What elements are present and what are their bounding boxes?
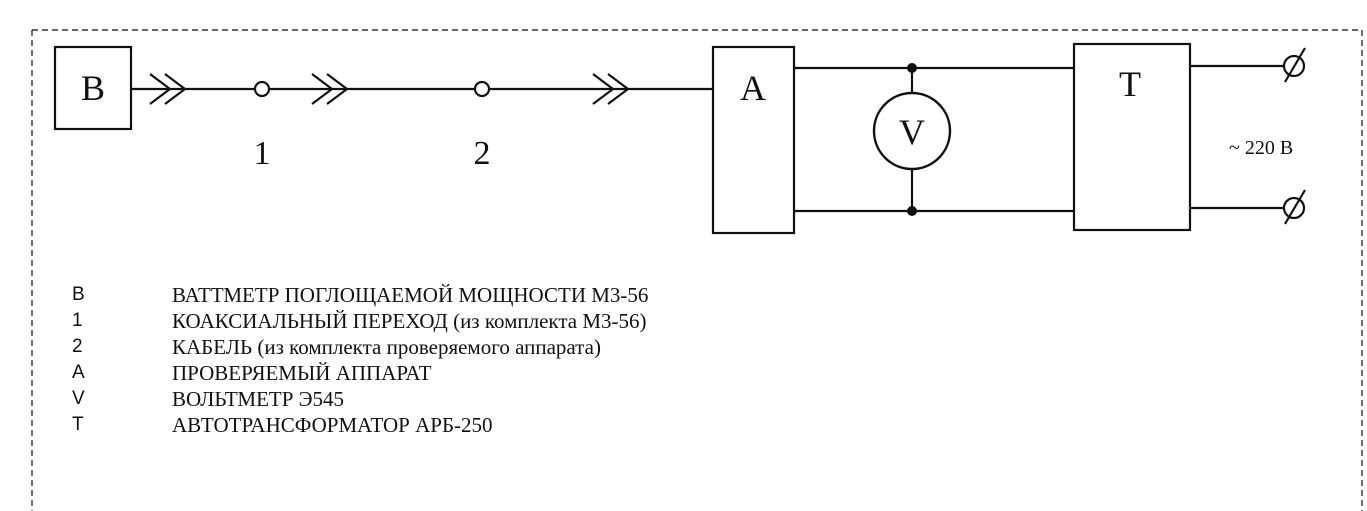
legend-description: ПРОВЕРЯЕМЫЙ АППАРАТ (172, 361, 432, 385)
connector-chevron-icon (311, 73, 349, 105)
legend: B ВАТТМЕТР ПОГЛОЩАЕМОЙ МОЩНОСТИ М3-56 1 КОА… (60, 282, 648, 438)
wattmeter-block-label: B (81, 68, 105, 108)
legend-key: 1 (72, 310, 83, 331)
legend-description: АВТОТРАНСФОРМАТОР АРБ-250 (172, 413, 493, 437)
legend-description: КАБЕЛЬ (из комплекта проверяемого аппара… (172, 335, 601, 359)
connector-chevron-icon (149, 73, 187, 105)
legend-row: 1 КОАКСИАЛЬНЫЙ ПЕРЕХОД (из комплекта М3-5… (60, 308, 648, 334)
legend-row: A ПРОВЕРЯЕМЫЙ АППАРАТ (60, 360, 648, 386)
legend-key: T (72, 414, 84, 435)
cable-number-label: 2 (474, 135, 491, 172)
device-block-label: A (740, 68, 766, 108)
legend-description: ВАТТМЕТР ПОГЛОЩАЕМОЙ МОЩНОСТИ М3-56 (172, 283, 649, 307)
transformer-block-label: T (1119, 64, 1141, 104)
legend-key: 2 (72, 336, 83, 357)
adapter-junction-icon (253, 80, 271, 98)
legend-row: T АВТОТРАНСФОРМАТОР АРБ-250 (60, 412, 648, 438)
legend-row: 2 КАБЕЛЬ (из комплекта проверяемого аппар… (60, 334, 648, 360)
device-block (711, 45, 796, 235)
transformer-block (1072, 42, 1192, 232)
legend-key: A (72, 362, 85, 383)
supply-terminal-top-icon (1282, 54, 1306, 78)
connector-chevron-icon (592, 73, 630, 105)
legend-key: B (72, 284, 85, 305)
voltmeter-label: V (899, 112, 925, 152)
supply-terminal-bottom-icon (1282, 196, 1306, 220)
junction-dot-top (907, 63, 917, 73)
junction-dot-bottom (907, 206, 917, 216)
dashed-frame (31, 29, 1363, 511)
legend-row: B ВАТТМЕТР ПОГЛОЩАЕМОЙ МОЩНОСТИ М3-56 (60, 282, 648, 308)
legend-key: V (72, 388, 85, 409)
supply-terminal-bottom-slash (1284, 189, 1306, 225)
supply-voltage-label: ~ 220 B (1229, 137, 1293, 159)
legend-description: КОАКСИАЛЬНЫЙ ПЕРЕХОД (из комплекта М3-56… (172, 309, 647, 333)
cable-junction-icon (473, 80, 491, 98)
legend-description: ВОЛЬТМЕТР Э545 (172, 387, 345, 411)
legend-row: V ВОЛЬТМЕТР Э545 (60, 386, 648, 412)
supply-terminal-top-slash (1284, 47, 1306, 83)
voltmeter-circle-icon (872, 91, 952, 171)
adapter-number-label: 1 (254, 135, 271, 172)
